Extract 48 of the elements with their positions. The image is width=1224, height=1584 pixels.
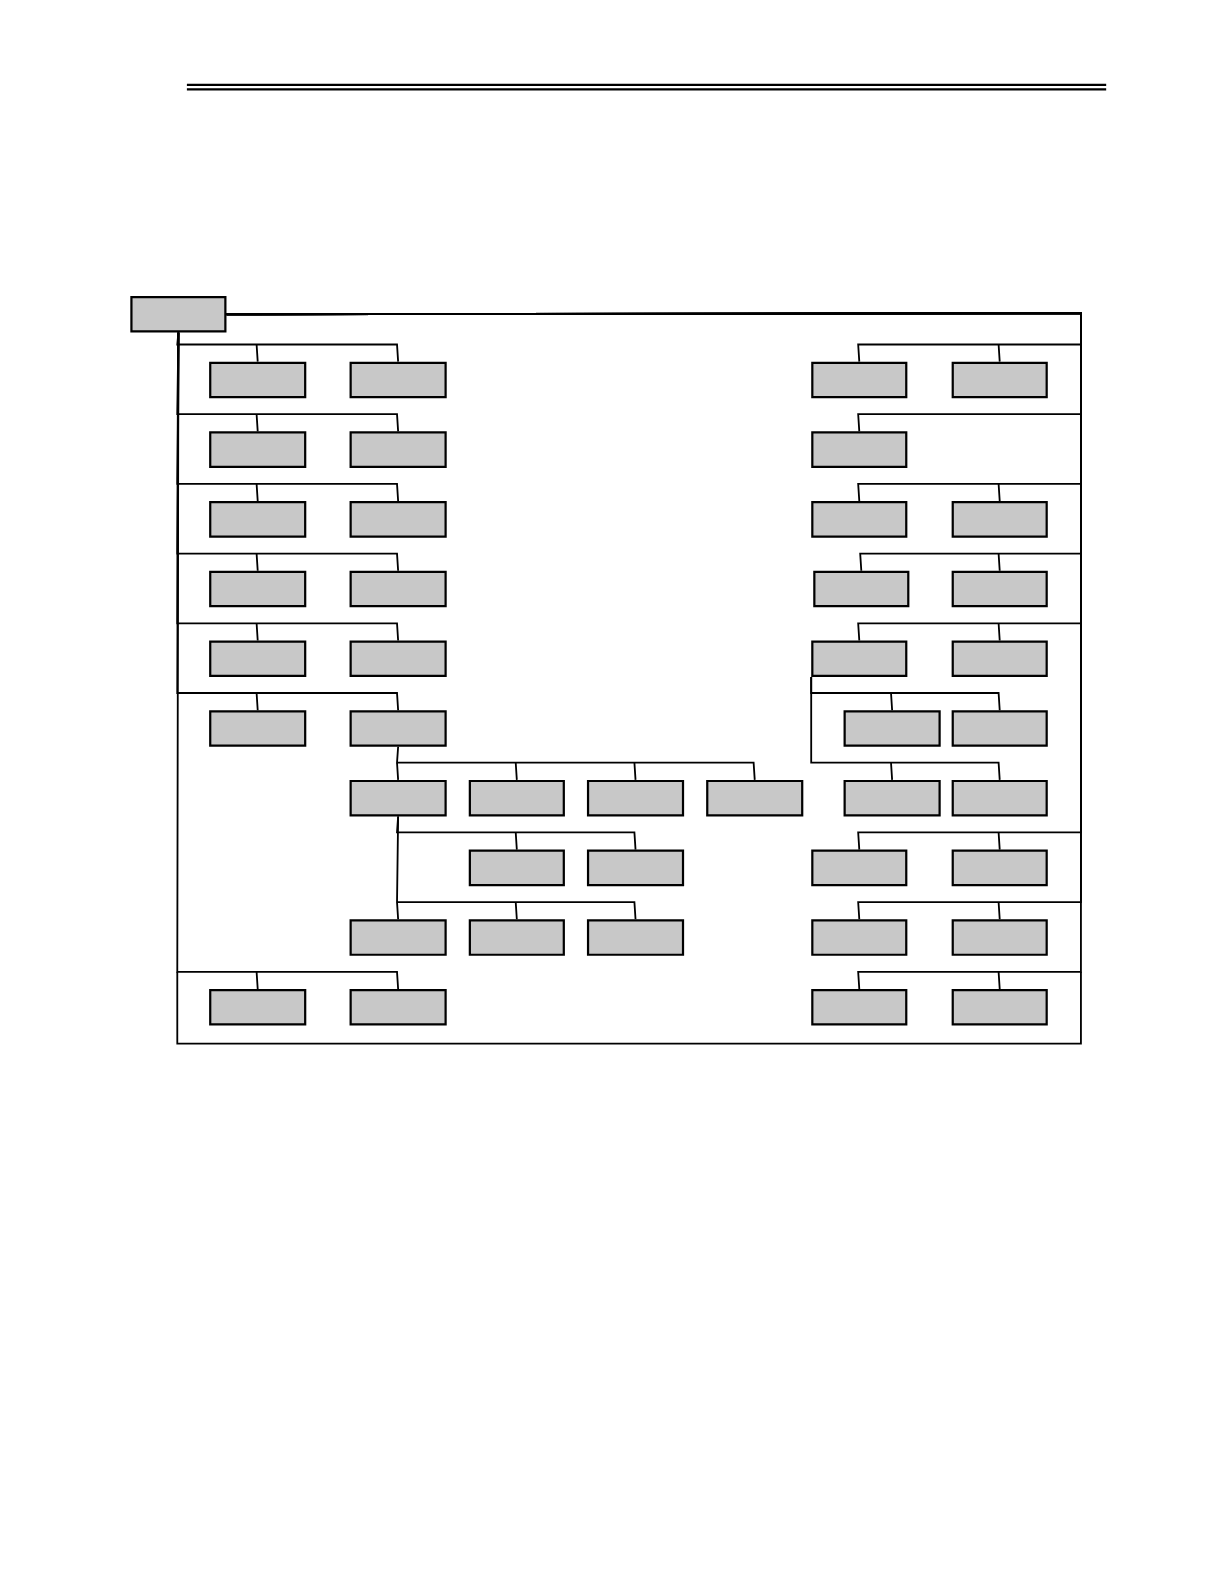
menu-box [951,989,1048,1026]
menu-box [813,570,910,608]
menu-box [349,710,447,747]
menu-box [811,989,908,1026]
menu-box [951,361,1048,399]
menu-box [208,361,307,399]
menu-box [811,361,908,399]
menu-box [951,849,1048,887]
menu-box [468,779,565,817]
menu-box [811,501,908,538]
menu-box [349,919,447,956]
menu-box [705,779,804,817]
menu-box [586,849,684,887]
menu-box [349,431,447,468]
menu-box [349,570,447,608]
menu-box [951,640,1048,678]
connector-line [810,676,1001,781]
menu-box [349,779,447,817]
menu-box [843,710,941,747]
menu-box [951,779,1048,817]
menu-box [130,296,227,333]
menu-box [349,640,447,678]
menu-box [208,989,307,1026]
connector-line [395,815,637,921]
connector-line [395,745,756,781]
menu-box [811,849,908,887]
menu-box [811,919,908,956]
menu-box [468,849,565,887]
menu-box [468,919,565,956]
menu-box [951,501,1048,538]
connector-line [176,331,399,990]
menu-box [951,710,1048,747]
menu-box [811,640,908,678]
menu-box [951,919,1048,956]
menu-box [811,431,908,468]
connector-line [176,331,399,363]
menu-box [843,779,941,817]
menu-box [586,779,684,817]
menu-box [586,919,684,956]
menu-box [208,570,307,608]
menu-box [349,361,447,399]
menu-box [208,431,307,468]
menu-box [349,989,447,1026]
menu-box [208,501,307,538]
menu-box [208,640,307,678]
menu-box [951,570,1048,608]
menu-box [349,501,447,538]
menu-box [208,710,307,747]
